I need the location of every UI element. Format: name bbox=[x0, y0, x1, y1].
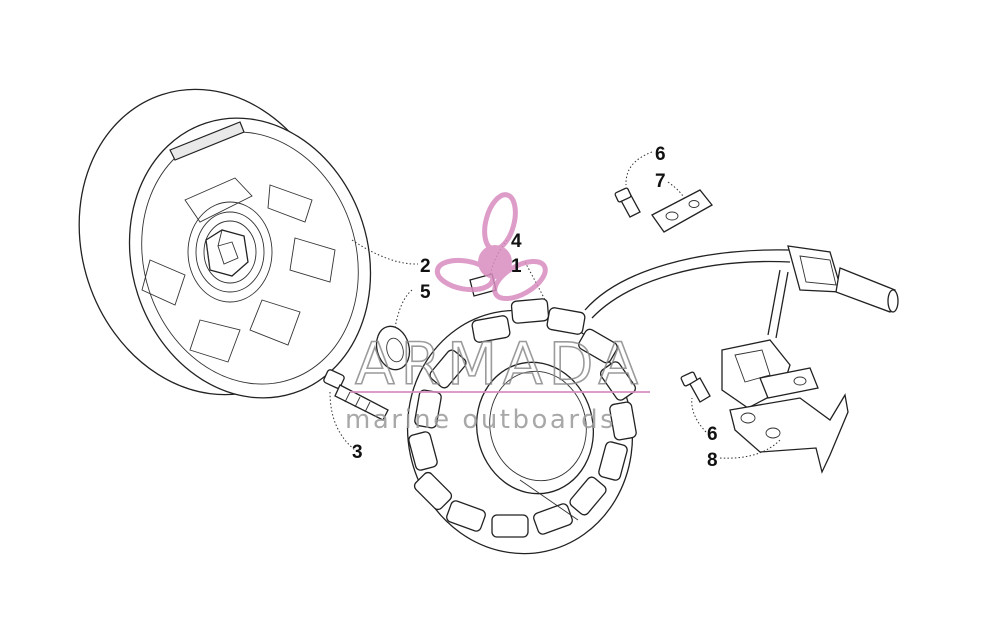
propeller-logo-icon bbox=[434, 192, 548, 302]
callout-1: 1 bbox=[511, 256, 522, 277]
watermark-brand: ARMADA bbox=[355, 330, 644, 398]
callout-6-lower: 6 bbox=[707, 424, 718, 445]
stator bbox=[406, 298, 637, 555]
screw-6-lower bbox=[680, 371, 711, 403]
callout-3: 3 bbox=[352, 442, 363, 463]
callout-5: 5 bbox=[420, 282, 431, 303]
callout-8: 8 bbox=[707, 450, 718, 471]
callout-7: 7 bbox=[655, 171, 666, 192]
pickup-coil-bracket bbox=[721, 339, 849, 474]
watermark-tagline: marine outboards bbox=[345, 405, 616, 435]
watermark: ARMADA marine outboards bbox=[345, 192, 650, 435]
callout-6-upper: 6 bbox=[655, 144, 666, 165]
wire-harness bbox=[584, 245, 899, 339]
screw-6-upper bbox=[614, 187, 641, 218]
bolt-3 bbox=[323, 369, 389, 421]
washer-5 bbox=[375, 325, 411, 371]
callout-2: 2 bbox=[420, 256, 431, 277]
callout-4: 4 bbox=[511, 231, 522, 252]
flywheel bbox=[78, 88, 372, 399]
plate-7 bbox=[651, 189, 713, 233]
